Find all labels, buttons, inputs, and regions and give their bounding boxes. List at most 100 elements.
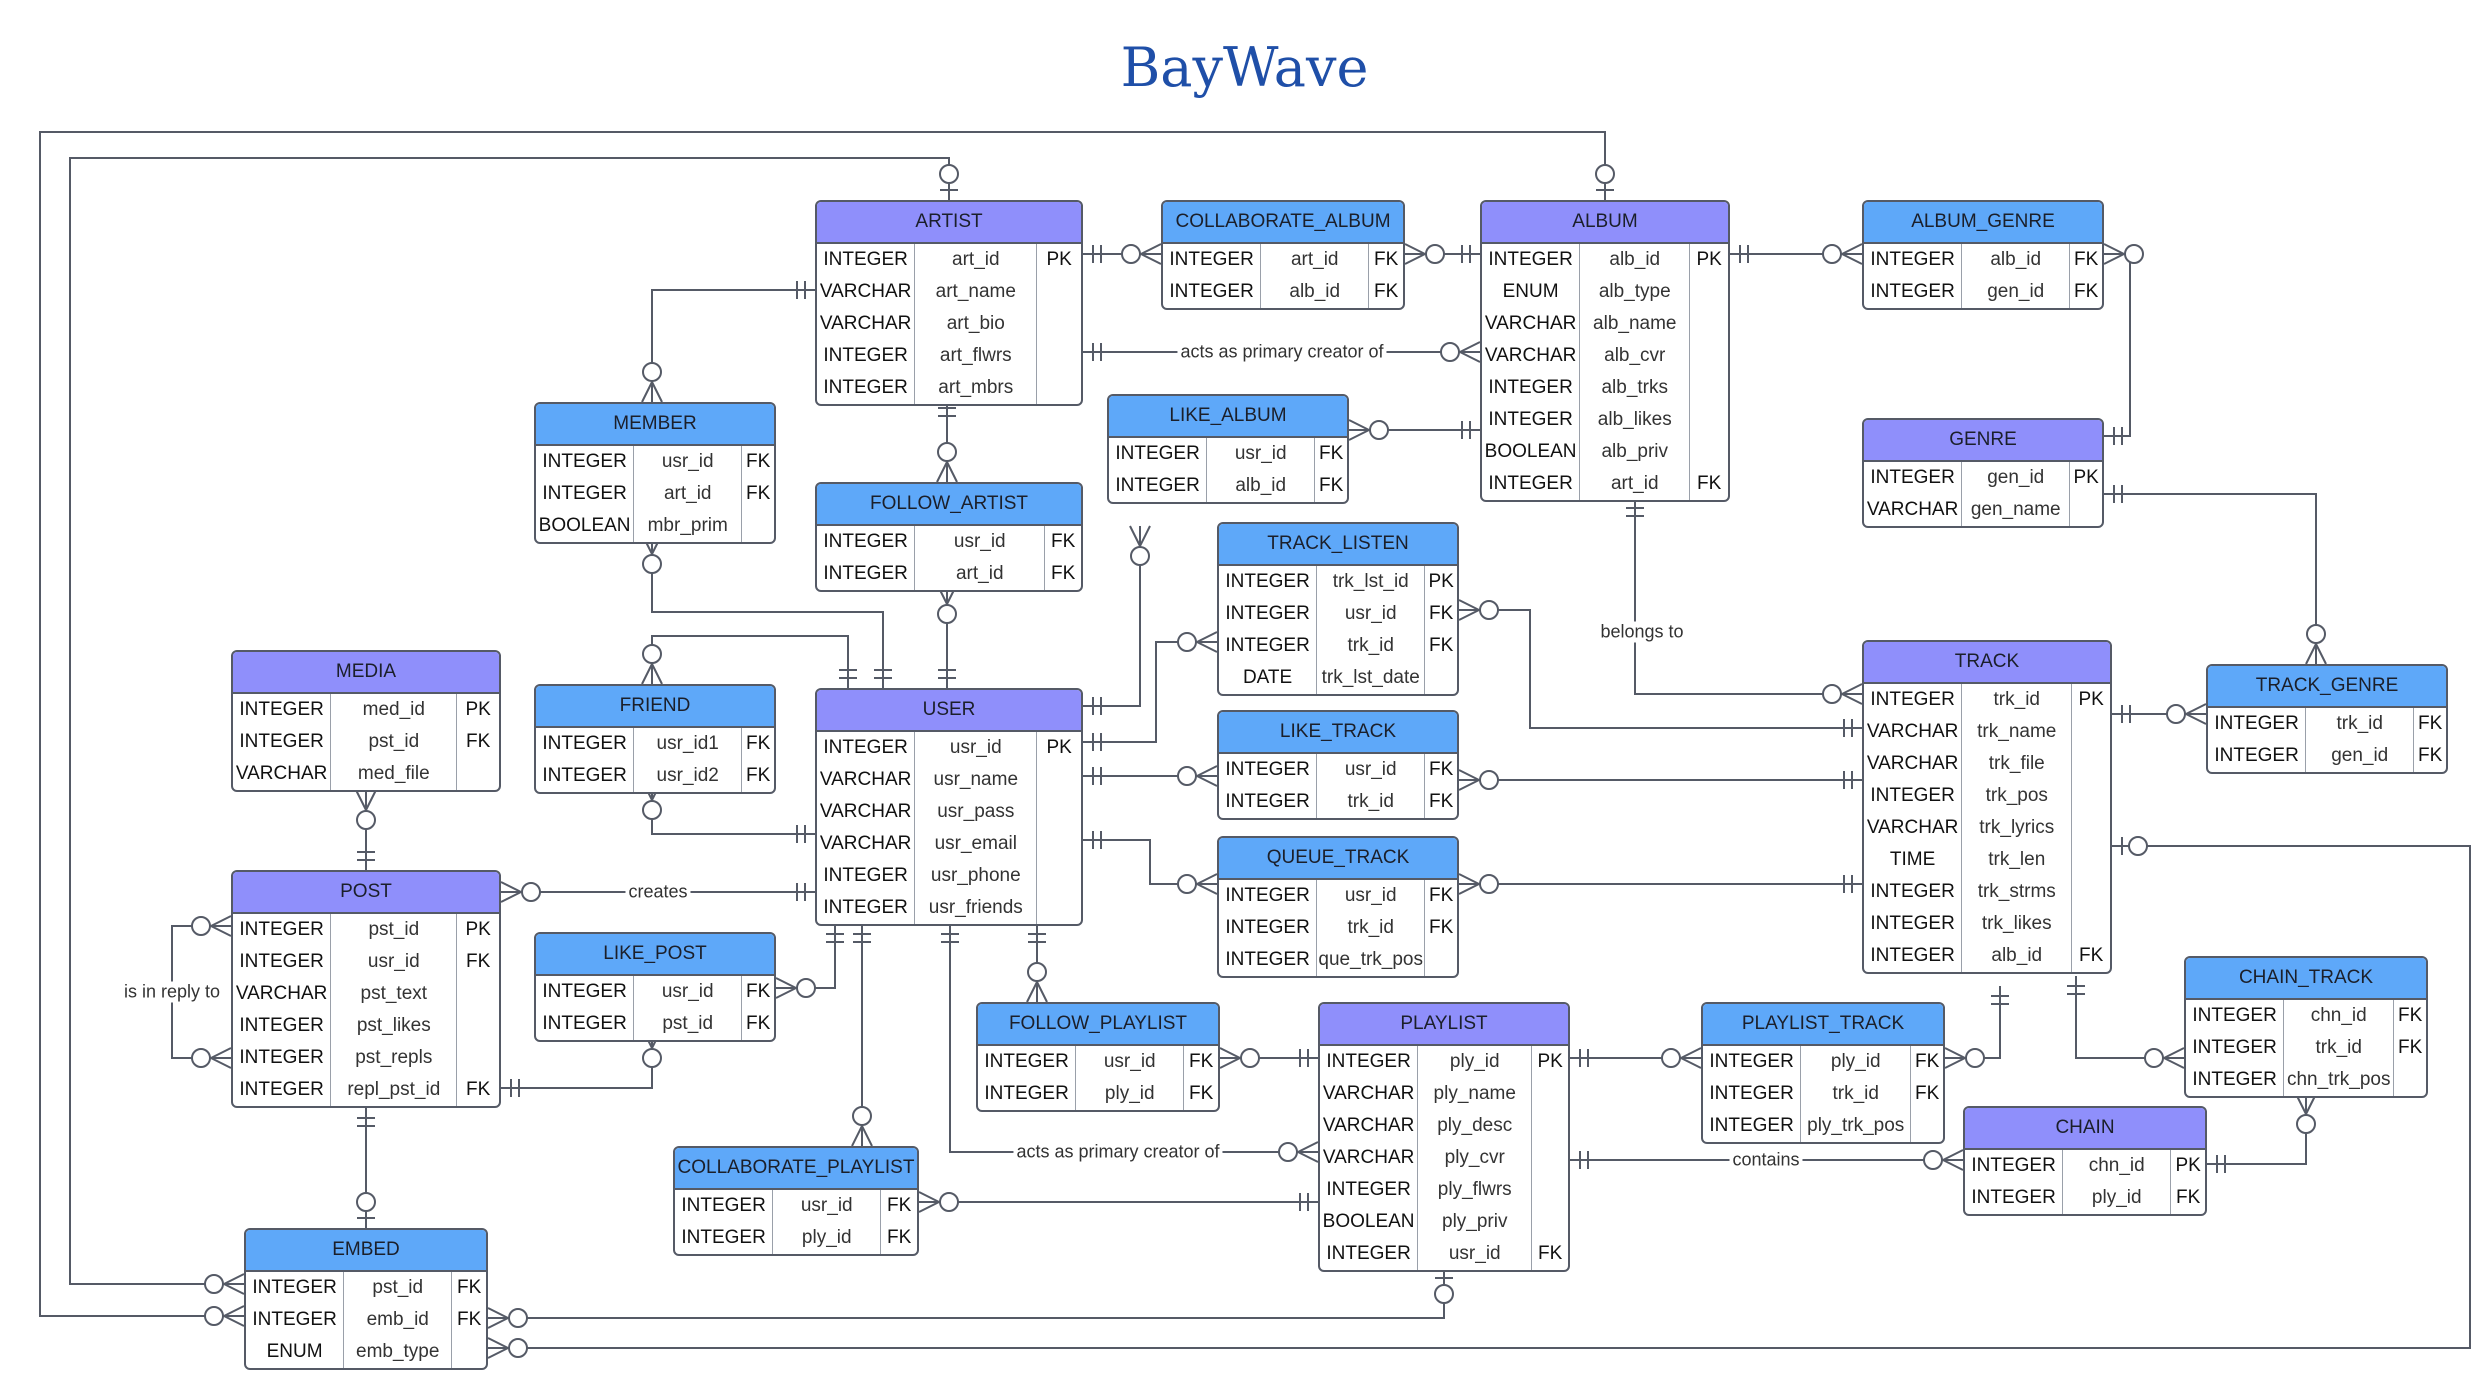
attribute-type: INTEGER (233, 1010, 332, 1042)
cardinality-circle (937, 442, 957, 462)
cardinality-circle (796, 978, 816, 998)
attribute-name: repl_pst_id (331, 1074, 458, 1106)
attribute-key: FK (1318, 443, 1344, 464)
cardinality-circle (521, 882, 541, 902)
attribute-name: trk_id (1801, 1078, 1912, 1110)
attribute-type: INTEGER (1482, 244, 1581, 276)
crow-foot (1458, 769, 1480, 781)
crow-foot (1404, 243, 1426, 255)
attribute-key (1037, 892, 1081, 924)
crow-foot (918, 1201, 940, 1213)
crow-foot (1680, 1047, 1702, 1059)
cardinality-circle (1177, 766, 1197, 786)
entity-header: FOLLOW_PLAYLIST (978, 1004, 1218, 1046)
entity-header: QUEUE_TRACK (1219, 838, 1457, 880)
crow-foot (918, 1191, 940, 1203)
attribute-name: art_id (1580, 468, 1691, 500)
attribute-key: FK (457, 1309, 482, 1330)
attribute-type: INTEGER (1219, 786, 1318, 818)
attribute-type: INTEGER (536, 446, 635, 478)
attribute-key: FK (2176, 1187, 2201, 1208)
crow-foot (775, 987, 797, 999)
attribute-type: VARCHAR (1482, 340, 1581, 372)
crow-foot (223, 1283, 245, 1295)
crow-foot (1129, 525, 1141, 547)
crow-foot (1841, 243, 1863, 255)
cardinality-circle (1661, 1048, 1681, 1068)
cardinality-circle (356, 810, 376, 830)
attribute-key (2072, 876, 2110, 908)
attribute-name: alb_type (1580, 276, 1691, 308)
attribute-name: ply_flwrs (1418, 1174, 1533, 1206)
crow-foot (365, 789, 377, 811)
entity-header: TRACK (1864, 642, 2110, 684)
entity-header: ALBUM (1482, 202, 1728, 244)
cardinality-circle (191, 916, 211, 936)
cardinality-circle (1130, 546, 1150, 566)
attribute-name: med_id (331, 694, 458, 726)
attribute-type: BOOLEAN (1320, 1206, 1419, 1238)
attribute-type: BOOLEAN (536, 510, 635, 542)
crow-foot (651, 381, 663, 403)
entity-header: LIKE_ALBUM (1109, 396, 1347, 438)
attribute-key (1532, 1078, 1568, 1110)
crow-foot (1458, 873, 1480, 885)
attribute-key (1037, 276, 1081, 308)
attribute-name: alb_id (1962, 940, 2073, 972)
attribute-key: FK (466, 1079, 491, 1100)
attribute-type: INTEGER (1482, 404, 1581, 436)
attribute-key: FK (1050, 563, 1076, 584)
crow-foot (1196, 631, 1218, 643)
cardinality-circle (939, 1192, 959, 1212)
entity-header: COLLABORATE_PLAYLIST (675, 1148, 917, 1190)
attribute-name: pst_repls (331, 1042, 458, 1074)
attribute-name: art_name (915, 276, 1038, 308)
attribute-type: VARCHAR (1482, 308, 1581, 340)
attribute-type: VARCHAR (1864, 748, 1963, 780)
attribute-name: usr_id (915, 732, 1038, 764)
attribute-type: INTEGER (1320, 1046, 1419, 1078)
attribute-name: ply_name (1418, 1078, 1533, 1110)
attribute-key: PK (465, 919, 491, 940)
attribute-name: alb_trks (1580, 372, 1691, 404)
